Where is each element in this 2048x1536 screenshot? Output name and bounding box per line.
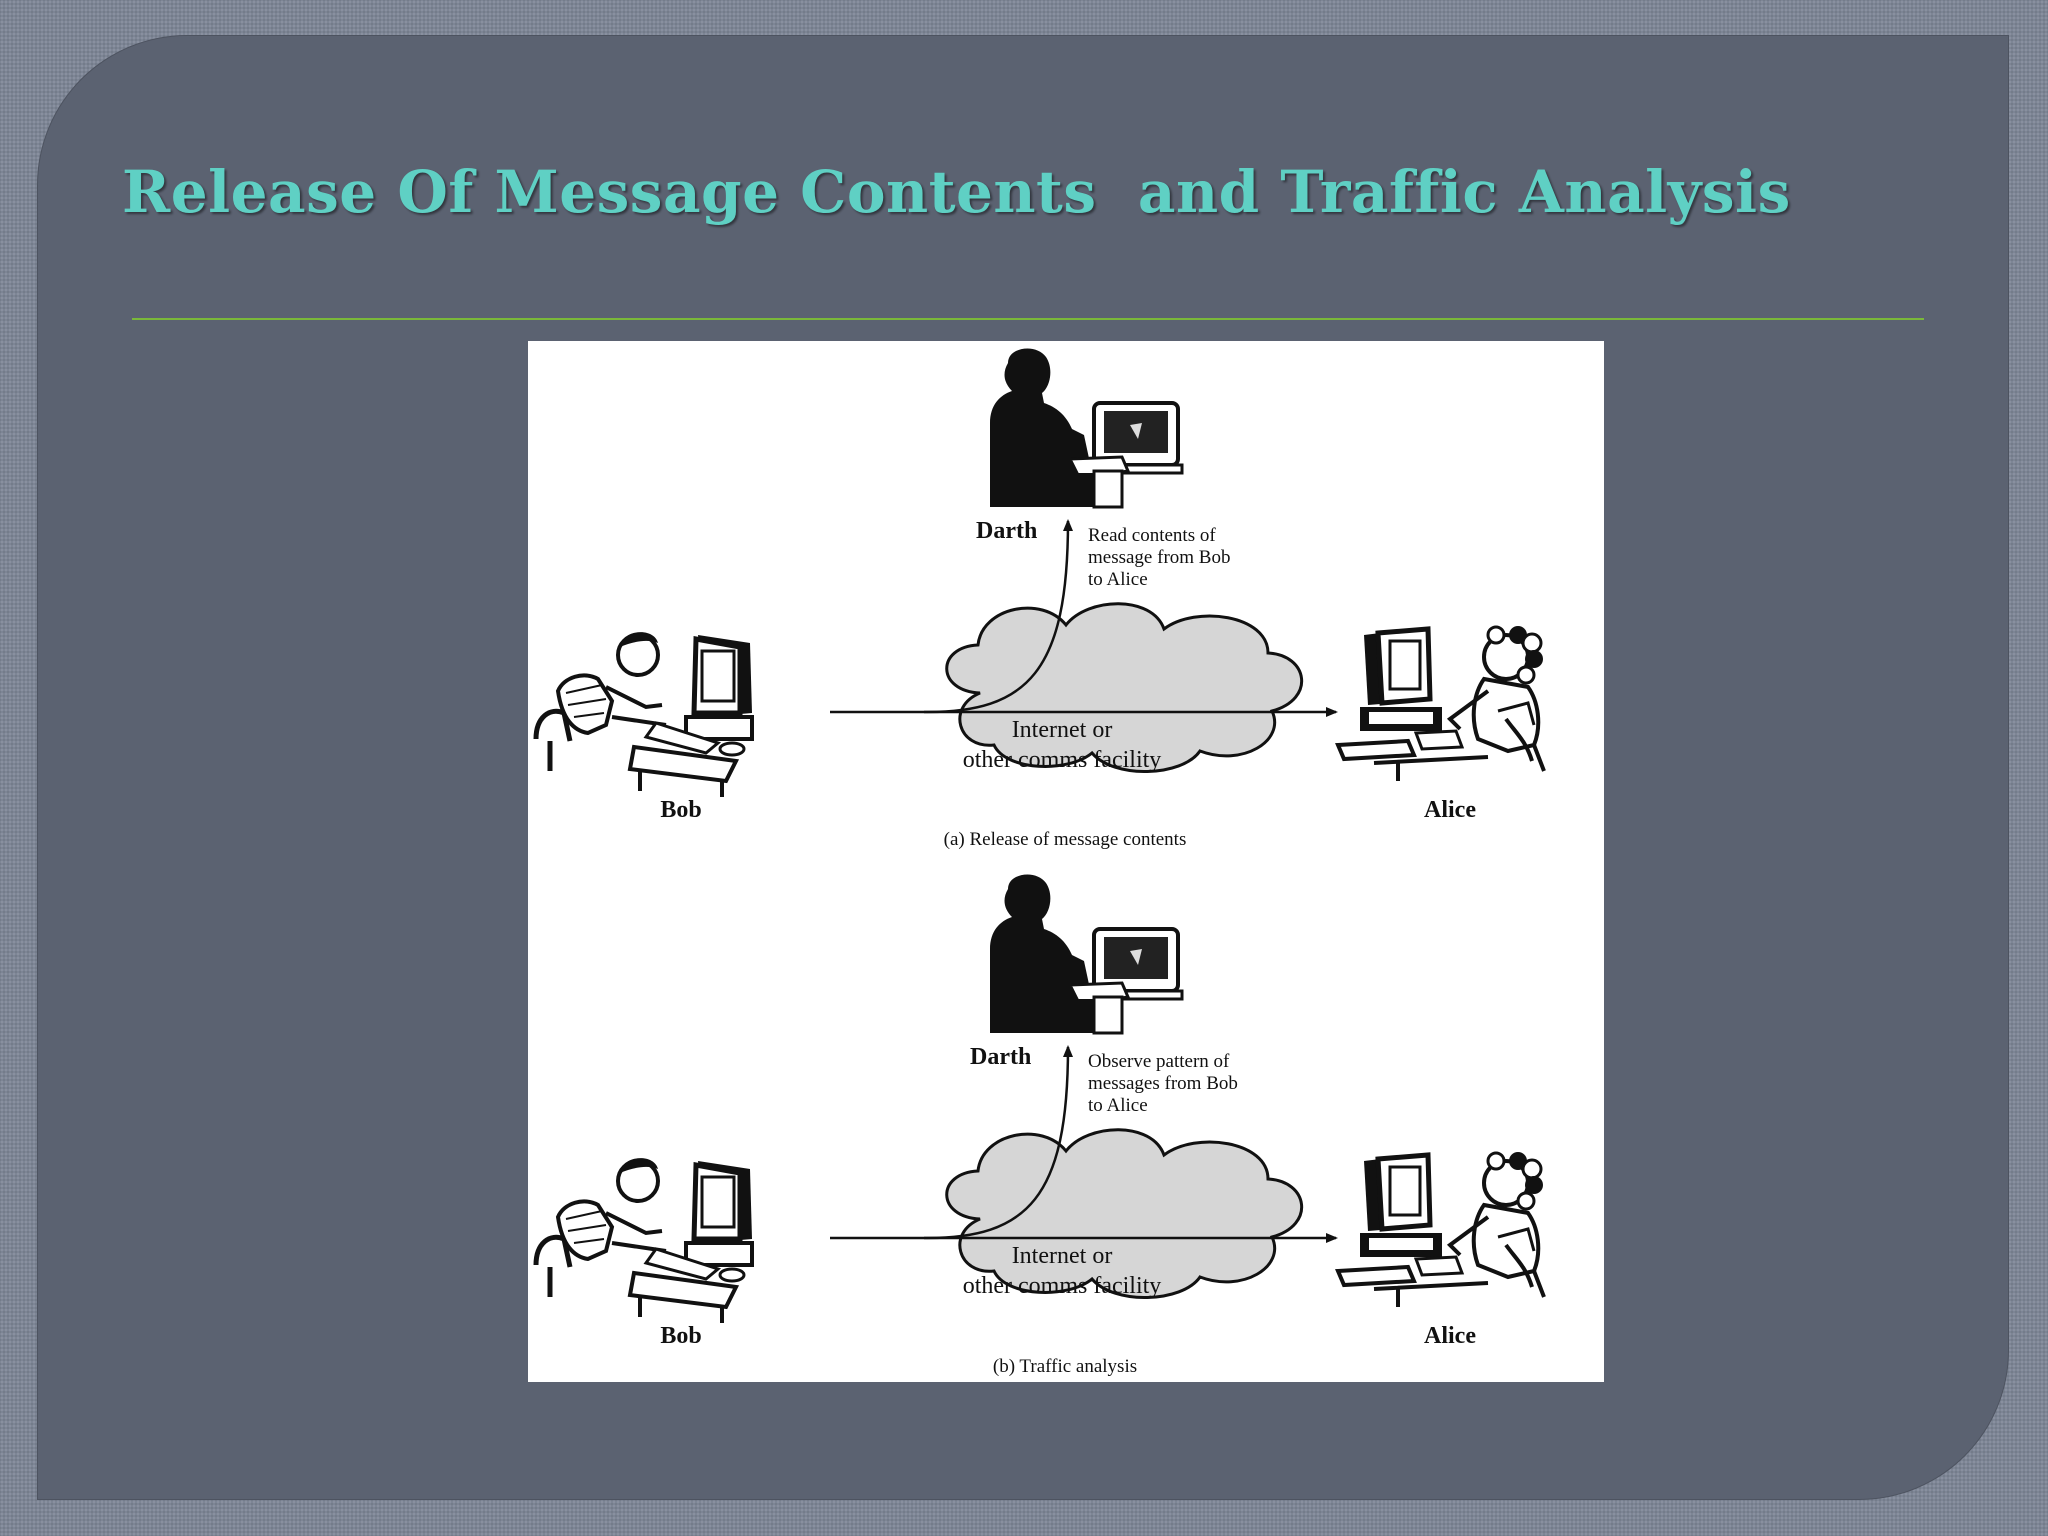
cloud-label-a-line2: other comms facility	[963, 747, 1162, 773]
darth-note-a-line3: to Alice	[1088, 569, 1148, 590]
attack-diagram-figure: Darth Read contents of message from Bob …	[528, 341, 1604, 1382]
bob-label-b: Bob	[660, 1323, 701, 1349]
darth-note-a-line1: Read contents of	[1088, 525, 1216, 546]
bob-label-a: Bob	[660, 797, 701, 823]
slide-title: Release Of Message Contents and Traffic …	[122, 158, 1791, 226]
darth-note-b-line1: Observe pattern of	[1088, 1051, 1230, 1072]
darth-note-b-line3: to Alice	[1088, 1095, 1148, 1116]
darth-figure-a	[988, 346, 1184, 509]
darth-label-a: Darth	[976, 518, 1037, 544]
cloud-label-a-line1: Internet or	[1012, 717, 1113, 743]
cloud-label-b-line2: other comms facility	[963, 1273, 1162, 1299]
darth-figure-b	[988, 872, 1184, 1035]
caption-a: (a) Release of message contents	[944, 829, 1187, 850]
bob-figure-a	[536, 632, 752, 797]
attack-diagram: Darth Read contents of message from Bob …	[528, 346, 1604, 1377]
bob-figure-b	[536, 1158, 752, 1323]
cloud-label-b-line1: Internet or	[1012, 1243, 1113, 1269]
panel-a: Darth Read contents of message from Bob …	[536, 346, 1544, 850]
alice-label-a: Alice	[1424, 797, 1476, 823]
caption-b: (b) Traffic analysis	[993, 1356, 1137, 1377]
alice-figure-a	[1338, 626, 1544, 781]
title-divider	[132, 318, 1924, 320]
darth-note-a-line2: message from Bob	[1088, 547, 1230, 568]
intercept-arrow-a	[923, 519, 1073, 714]
panel-b: Darth Observe pattern of messages from B…	[536, 872, 1544, 1377]
observe-arrow-b	[923, 1045, 1073, 1240]
darth-label-b: Darth	[970, 1044, 1031, 1070]
alice-label-b: Alice	[1424, 1323, 1476, 1349]
alice-figure-b	[1338, 1152, 1544, 1307]
darth-note-b-line2: messages from Bob	[1088, 1073, 1238, 1094]
